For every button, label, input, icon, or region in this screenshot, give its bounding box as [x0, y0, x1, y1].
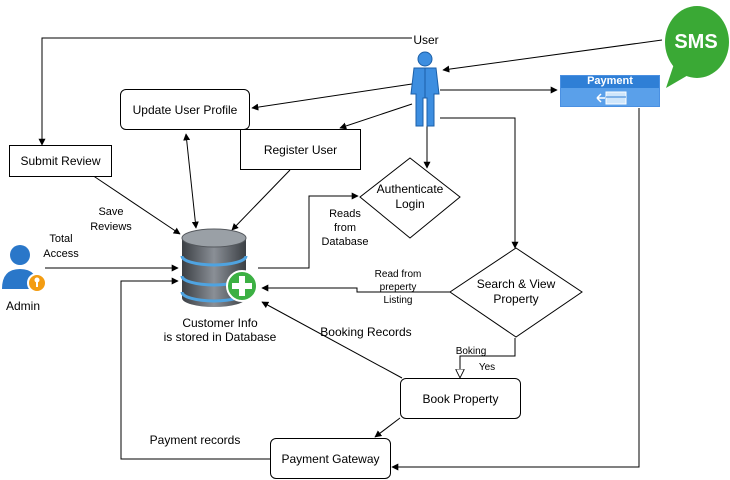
- update-profile-box: Update User Profile: [120, 89, 250, 130]
- authenticate-text-2: Login: [395, 197, 425, 211]
- edge-sms-user: [442, 39, 663, 73]
- db-caption-2: is stored in Database: [163, 330, 277, 344]
- total-access-2: Access: [43, 248, 79, 260]
- reads-db-2: from: [334, 222, 356, 234]
- payment-header: [561, 76, 659, 88]
- edge-user-submit-review: [38, 37, 412, 146]
- reads-db-1: Reads: [329, 208, 361, 220]
- reads-listing-2: preperty: [379, 282, 417, 293]
- edge-gateway-db: [120, 277, 270, 460]
- search-text-1: Search & View: [476, 277, 556, 291]
- authenticate-text-1: Authenticate: [376, 182, 444, 196]
- booking-records-label: Booking Records: [320, 325, 412, 339]
- edge-review-db: [91, 174, 181, 235]
- edge-search-book: [460, 338, 516, 377]
- yes-label: Yes: [478, 362, 496, 373]
- card-swap-icon: [596, 91, 627, 105]
- save-reviews-2: Reviews: [90, 221, 132, 233]
- admin-icon: [2, 245, 47, 293]
- edge-user-register: [339, 103, 413, 130]
- database-icon: [180, 228, 258, 307]
- sms-label: SMS: [674, 31, 718, 53]
- payment-label: Payment: [587, 75, 633, 87]
- user-actor-icon: [410, 51, 440, 127]
- edge-book-gateway: [374, 417, 401, 438]
- save-reviews-1: Save: [98, 206, 124, 218]
- edge-book-db: [261, 301, 403, 379]
- reads-listing-3: Listing: [383, 295, 413, 306]
- edge-db-authenticate: [258, 192, 359, 269]
- payment-gateway-box: Payment Gateway: [270, 438, 391, 479]
- edge-search-db: [261, 284, 450, 293]
- search-text-2: Property: [493, 292, 539, 306]
- payment-node: Payment: [560, 75, 660, 107]
- edge-user-search: [440, 117, 519, 249]
- edge-user-update-profile: [251, 83, 413, 111]
- decision-search: [449, 247, 583, 338]
- edge-payment-gateway: [391, 108, 640, 471]
- edge-profile-db: [183, 133, 199, 229]
- admin-label: Admin: [5, 299, 40, 313]
- edge-register-db: [231, 169, 291, 231]
- register-user-box: Register User: [240, 129, 361, 170]
- reads-listing-1: Read from: [374, 269, 422, 280]
- payment-records-label: Payment records: [149, 433, 241, 447]
- user-label: User: [413, 33, 439, 47]
- decision-authenticate: [359, 157, 461, 239]
- total-access-1: Total: [49, 233, 73, 245]
- submit-review-box: Submit Review: [9, 145, 112, 177]
- reads-db-3: Database: [321, 236, 369, 248]
- book-property-box: Book Property: [400, 378, 521, 419]
- db-caption-1: Customer Info: [182, 316, 258, 330]
- sms-icon: [665, 6, 729, 88]
- boking-label: Boking: [455, 346, 487, 357]
